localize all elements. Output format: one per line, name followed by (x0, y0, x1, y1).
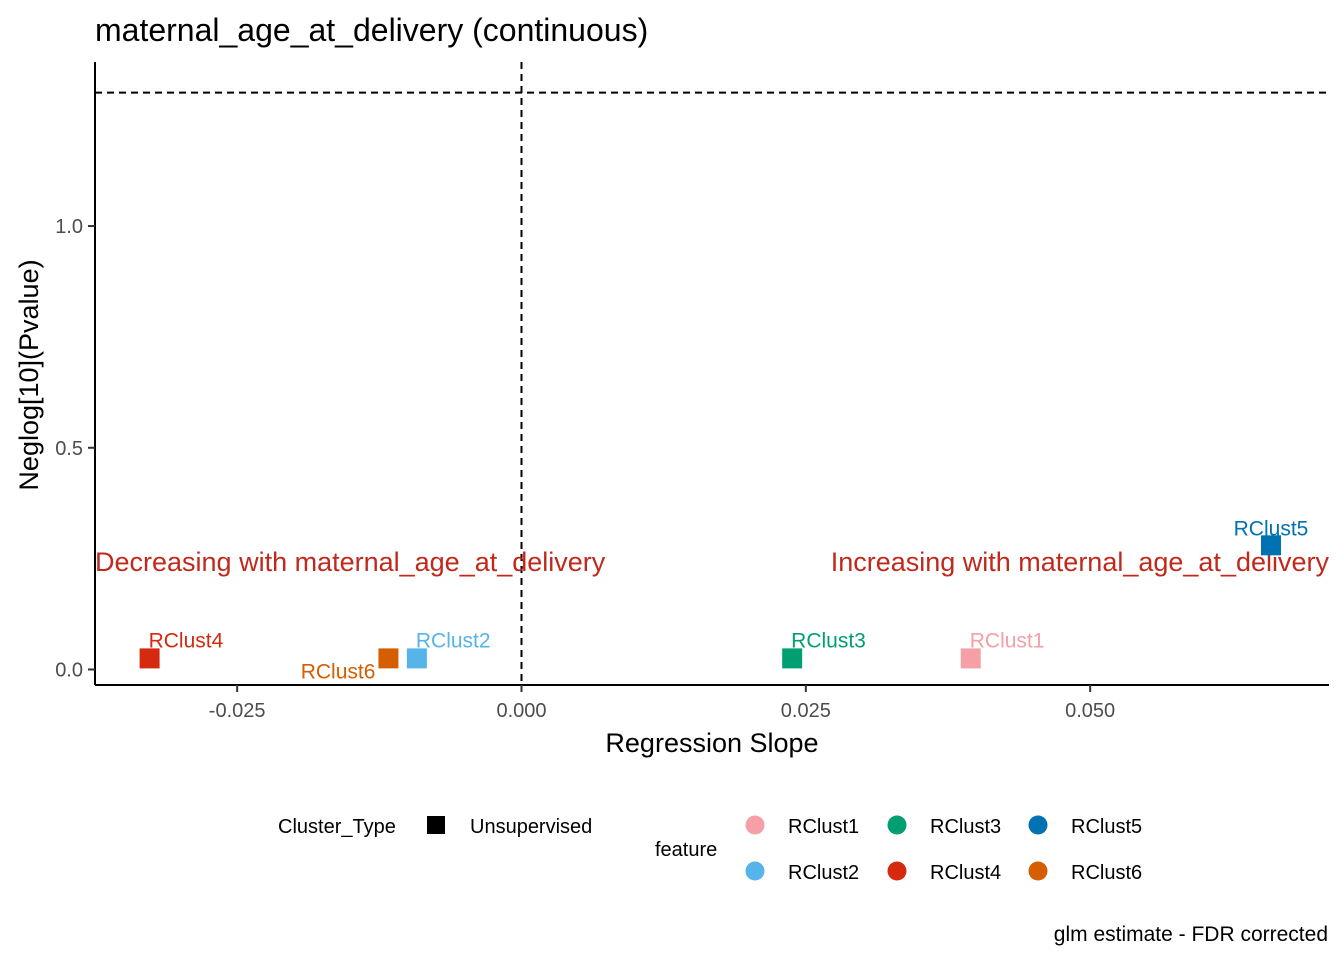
y-tick-label: 0.0 (55, 659, 83, 681)
point-label: RClust2 (416, 629, 491, 652)
legend-key-dot (1028, 815, 1048, 835)
legend-key-dot (887, 861, 907, 881)
point-label: RClust5 (1234, 517, 1309, 540)
legend-label: RClust3 (930, 816, 1001, 838)
data-point (139, 648, 160, 669)
legend-label: RClust2 (788, 862, 859, 884)
chart-title: maternal_age_at_delivery (continuous) (95, 12, 648, 48)
data-point (378, 648, 399, 669)
legend-label: Unsupervised (470, 816, 592, 838)
legend-key-dot (745, 861, 765, 881)
y-tick-label: 1.0 (55, 216, 83, 238)
legend-key-dot (887, 815, 907, 835)
x-tick-label: 0.050 (1065, 700, 1115, 722)
data-point (782, 648, 803, 669)
x-tick-label: -0.025 (209, 700, 266, 722)
legend-label: RClust1 (788, 816, 859, 838)
direction-annotation: Increasing with maternal_age_at_delivery (831, 547, 1330, 577)
legend-label: RClust4 (930, 862, 1001, 884)
direction-annotation: Decreasing with maternal_age_at_delivery (95, 547, 606, 577)
point-label: RClust1 (970, 629, 1045, 652)
legend-title-feature: feature (655, 839, 717, 861)
legend-key-square (427, 816, 445, 834)
legend-key-dot (745, 815, 765, 835)
legend-label: RClust5 (1071, 816, 1142, 838)
x-tick-label: 0.025 (781, 700, 831, 722)
legend-key-dot (1028, 861, 1048, 881)
y-tick-label: 0.5 (55, 438, 83, 460)
legend-title-cluster-type: Cluster_Type (278, 816, 396, 838)
plot-area: Decreasing with maternal_age_at_delivery… (95, 62, 1329, 685)
data-point (960, 648, 981, 669)
point-label: RClust3 (791, 629, 866, 652)
data-point (406, 648, 427, 669)
point-label: RClust6 (301, 660, 376, 683)
data-point (1260, 535, 1281, 556)
x-axis-title: Regression Slope (605, 728, 818, 758)
point-label: RClust4 (149, 629, 224, 652)
x-tick-label: 0.000 (496, 700, 546, 722)
legend-label: RClust6 (1071, 862, 1142, 884)
caption: glm estimate - FDR corrected (1054, 923, 1328, 946)
y-axis-title: Neglog[10](Pvalue) (14, 259, 44, 490)
